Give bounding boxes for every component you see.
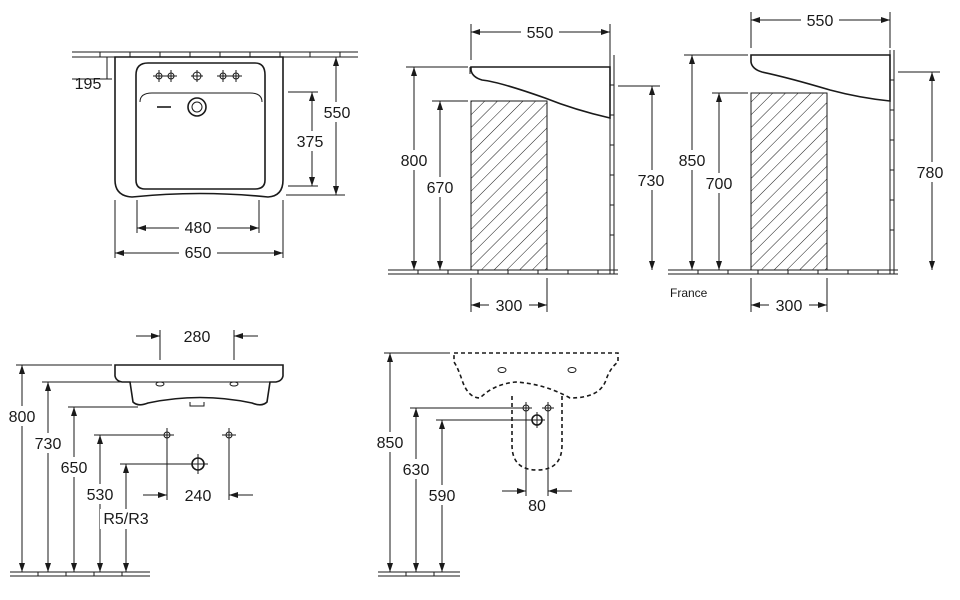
fixing-hole-icon bbox=[160, 428, 174, 442]
drain-icon bbox=[187, 97, 207, 117]
france-label: France bbox=[670, 286, 708, 300]
dim-780-label: 780 bbox=[917, 165, 944, 182]
dim-300-label: 300 bbox=[496, 298, 523, 315]
dim-730-label: 730 bbox=[35, 436, 62, 453]
side-view-france: 550 850 700 780 France 300 bbox=[668, 10, 951, 315]
dim-550-label: 550 bbox=[527, 25, 554, 42]
dim-700-label: 700 bbox=[706, 176, 733, 193]
dim-375-label: 375 bbox=[297, 134, 324, 151]
dim-630-label: 630 bbox=[403, 462, 430, 479]
dim-530-label: 530 bbox=[87, 487, 114, 504]
dim-r5r3-label: R5/R3 bbox=[103, 511, 148, 528]
installation-view: 280 800 730 650 bbox=[4, 329, 284, 577]
basin-profile bbox=[750, 54, 891, 102]
pedestal-dashed-outline bbox=[511, 396, 563, 471]
dim-850-label: 850 bbox=[377, 435, 404, 452]
dim-850-label: 850 bbox=[679, 153, 706, 170]
front-view: 195 550 375 480 650 bbox=[72, 51, 358, 262]
dim-800-label: 800 bbox=[9, 409, 36, 426]
pedestal-view: 850 630 590 80 bbox=[372, 352, 619, 577]
dim-195-label: 195 bbox=[75, 76, 102, 93]
basin-outline bbox=[114, 56, 284, 198]
dim-480-label: 480 bbox=[185, 220, 212, 237]
dim-300-label: 300 bbox=[776, 298, 803, 315]
knee-clearance-zone bbox=[470, 100, 548, 271]
side-view-standard: 550 800 670 730 300 bbox=[388, 22, 670, 315]
dim-80-label: 80 bbox=[528, 498, 546, 515]
dim-280-label: 280 bbox=[184, 329, 211, 346]
supply-connection-icon bbox=[188, 454, 208, 474]
tap-holes-icon bbox=[153, 70, 242, 82]
bowl-outline bbox=[135, 62, 266, 190]
basin-profile bbox=[470, 66, 611, 120]
fixing-hole-icon bbox=[222, 428, 236, 442]
dim-550-label: 550 bbox=[807, 13, 834, 30]
dim-590-label: 590 bbox=[429, 488, 456, 505]
dim-240-label: 240 bbox=[185, 488, 212, 505]
dim-650-label: 650 bbox=[61, 460, 88, 477]
knee-clearance-zone bbox=[750, 92, 828, 271]
basin-front-outline bbox=[114, 364, 284, 406]
dim-800-label: 800 bbox=[401, 153, 428, 170]
pedestal-connections-icon bbox=[520, 402, 554, 428]
basin-dashed-outline bbox=[453, 352, 619, 399]
dim-730-label: 730 bbox=[638, 173, 665, 190]
dim-670-label: 670 bbox=[427, 180, 454, 197]
dim-650-label: 650 bbox=[185, 245, 212, 262]
dim-550-label: 550 bbox=[324, 105, 351, 122]
